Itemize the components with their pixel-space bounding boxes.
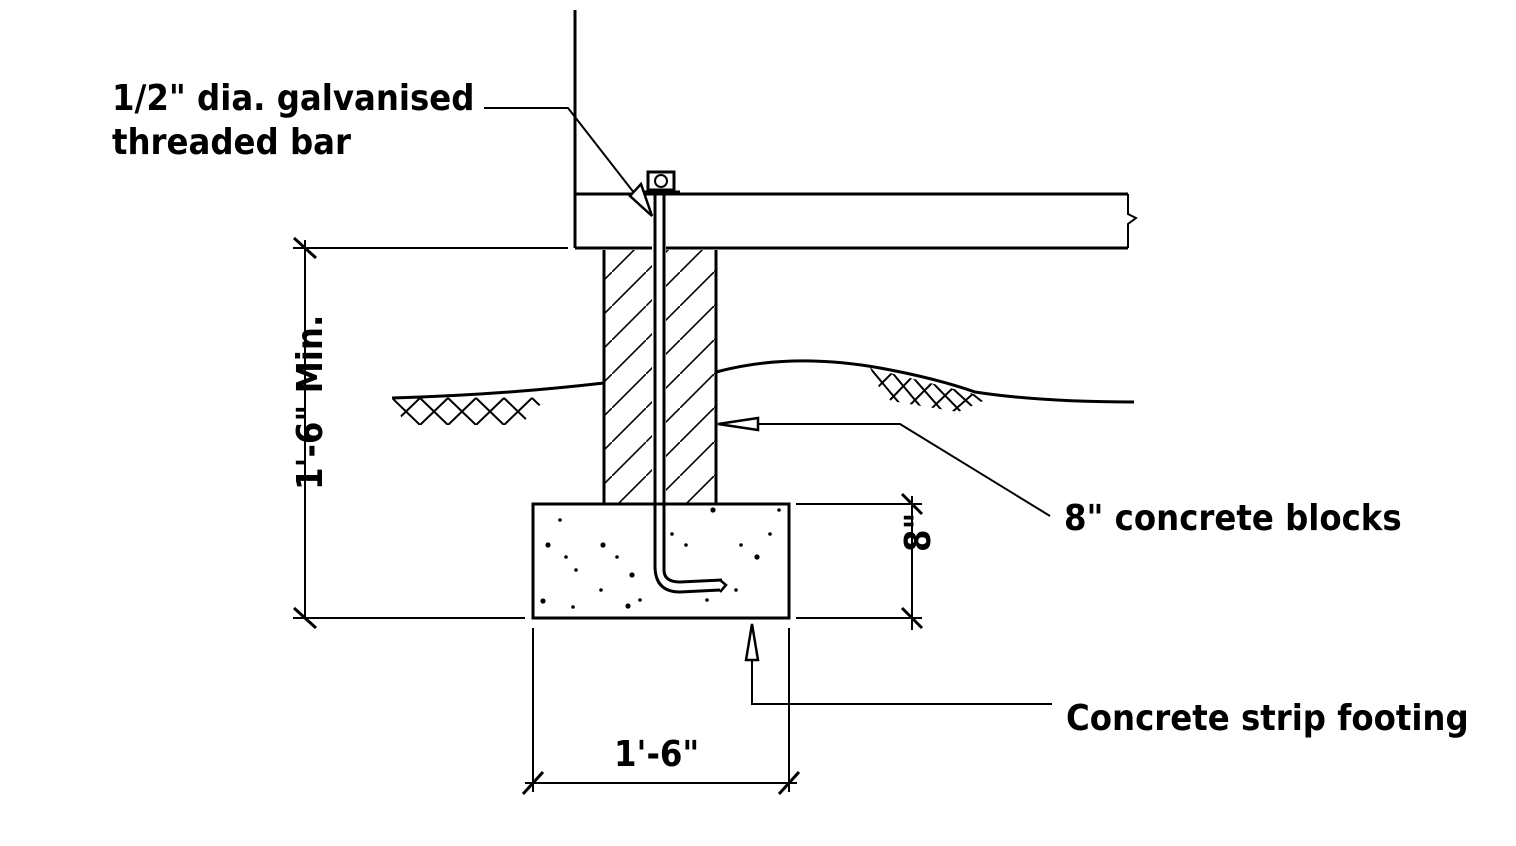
aggregate-dot: [625, 603, 631, 609]
aggregate-dot: [599, 588, 603, 592]
aggregate-dot: [768, 532, 772, 536]
height-dimension: [292, 236, 568, 630]
aggregate-dot: [638, 598, 642, 602]
aggregate-dot: [571, 605, 575, 609]
blocks-label: 8" concrete blocks: [1064, 498, 1402, 539]
aggregate-dot: [629, 572, 635, 578]
footing-depth-dimension: [796, 492, 924, 630]
footing-width-text: 1'-6": [614, 734, 699, 775]
aggregate-dot: [710, 507, 716, 513]
bar-label-line2: threaded bar: [112, 122, 351, 163]
aggregate-dot: [615, 555, 619, 559]
aggregate-dot: [574, 568, 578, 572]
aggregate-dot: [558, 518, 562, 522]
concrete-strip-footing: [531, 502, 791, 620]
aggregate-dot: [684, 543, 688, 547]
aggregate-dot: [600, 542, 606, 548]
bar-label-line1: 1/2" dia. galvanised: [112, 78, 474, 119]
aggregate-dot: [739, 543, 743, 547]
earth-hatching-right: [870, 368, 990, 412]
aggregate-dot: [564, 555, 568, 559]
aggregate-dot: [777, 508, 781, 512]
footing-depth-text: 8": [898, 513, 939, 552]
height-dimension-text: 1'-6" Min.: [290, 315, 331, 490]
threaded-bar: [643, 170, 728, 594]
ground-line: [391, 359, 1135, 425]
aggregate-dot: [545, 542, 551, 548]
footing-width-dimension: [521, 628, 801, 796]
blocks-leader: [717, 416, 1051, 517]
concrete-block-pier: [602, 236, 718, 504]
nut-icon: [646, 170, 676, 192]
aggregate-dot: [734, 588, 738, 592]
aggregate-dot: [540, 598, 546, 604]
bar-leader: [484, 107, 654, 217]
concrete-aggregate-dots: [540, 507, 781, 609]
aggregate-dot: [670, 532, 674, 536]
aggregate-dot: [754, 554, 760, 560]
footing-leader: [744, 623, 1052, 705]
aggregate-dot: [705, 598, 709, 602]
sill-plate: [573, 192, 1138, 250]
earth-hatching-left: [392, 397, 552, 425]
footing-label: Concrete strip footing: [1066, 698, 1469, 739]
